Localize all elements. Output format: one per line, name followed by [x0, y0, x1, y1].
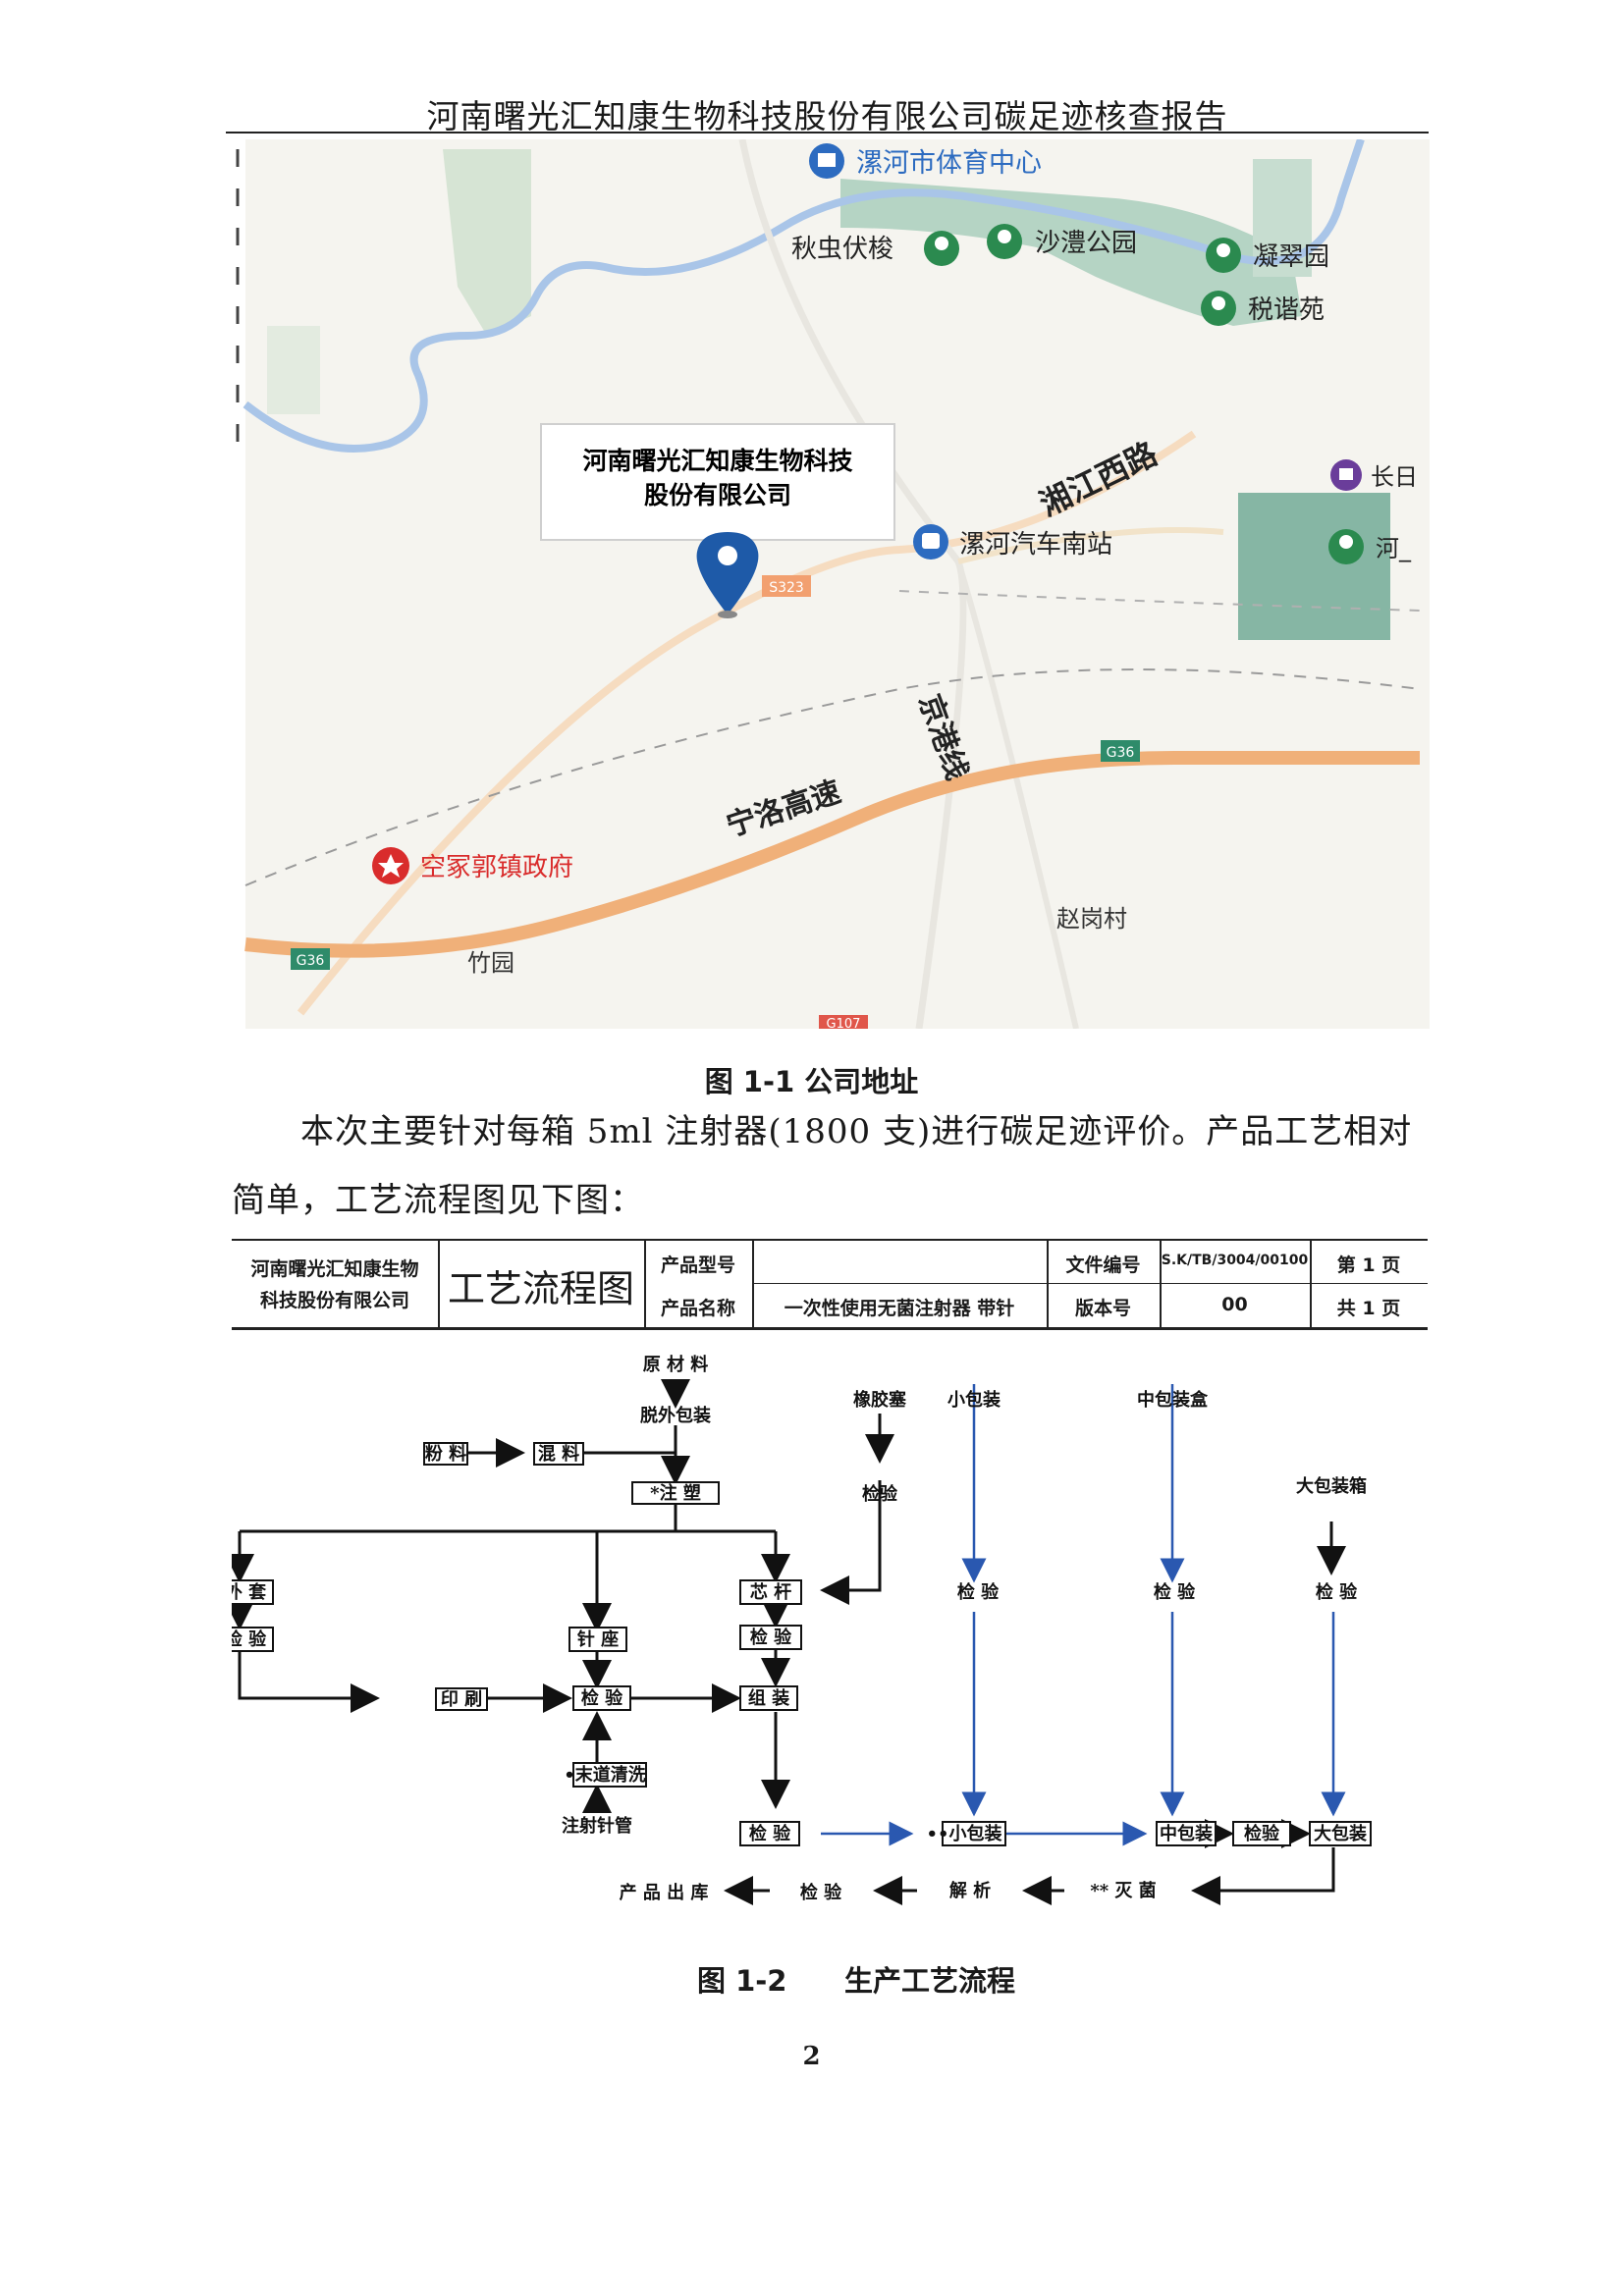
ningcui-label: 凝翠园	[1253, 242, 1329, 272]
shuixie-label: 税谐苑	[1248, 295, 1325, 325]
company-callout	[540, 423, 895, 541]
figure-2-caption: 生产工艺流程	[844, 1964, 1016, 1998]
company-line2: 科技股份有限公司	[259, 1290, 409, 1311]
company-line1: 河南曙光汇知康生物	[250, 1258, 419, 1280]
name-label: 产品名称	[660, 1298, 735, 1319]
road-shield-g36	[1101, 740, 1140, 762]
s323-label: S323	[769, 580, 804, 596]
qiuchong-label: 秋虫伏梭	[791, 235, 893, 264]
kongzhong-label: 空冢郭镇政府	[420, 853, 573, 882]
riverside-park	[840, 179, 1302, 326]
park-icon	[924, 231, 959, 266]
version-label: 版本号	[1074, 1298, 1131, 1319]
park-icon-2	[987, 224, 1022, 259]
report-header: 河南曙光汇知康生物科技股份有限公司碳足迹核查报告	[426, 97, 1228, 135]
rubber-inspection-label: 检验	[862, 1483, 898, 1505]
big-pack-inspection: 检 验	[1316, 1581, 1358, 1603]
raw-material-label: 原 材 料	[643, 1354, 709, 1375]
bus-station-label: 漯河汽车南站	[959, 530, 1112, 560]
page-number: 2	[802, 2042, 821, 2071]
small-pack-material-label: 小包装	[947, 1389, 1001, 1411]
barrel-box: 外 套	[232, 1581, 266, 1603]
he-label: 河_	[1376, 535, 1412, 562]
location-map: 河南曙光汇知康生物科技 股份有限公司 S323 漯河市体育中心 秋虫伏梭 沙澧公…	[232, 139, 1430, 1029]
company-name-line2: 股份有限公司	[644, 481, 791, 509]
doc-number-label: 文件编号	[1065, 1255, 1141, 1276]
small-pack-inspection: 检 验	[957, 1581, 1000, 1603]
mid-pack-inspection: 检 验	[1154, 1581, 1196, 1603]
sports-center-label: 漯河市体育中心	[856, 148, 1042, 179]
plunger-inspection-box: 检 验	[750, 1627, 792, 1648]
body-paragraph-line2: 简单，工艺流程图见下图：	[232, 1181, 644, 1220]
park-icon-4	[1201, 291, 1236, 326]
sterilization-label: ** 灭 菌	[1090, 1881, 1156, 1901]
outbound-inspection-label: 检 验	[800, 1882, 842, 1903]
product-name-value: 一次性使用无菌注射器 带针	[784, 1298, 1015, 1319]
sports-center-icon	[809, 143, 844, 179]
mid-packaging-box: 中包装	[1160, 1823, 1213, 1844]
big-packaging-box: 大包装	[1314, 1823, 1367, 1844]
barrel-inspection-box: 检 验	[232, 1629, 267, 1650]
government-icon	[372, 847, 409, 884]
process-flowchart: 原 材 料 脱外包装 粉 料 混 料 *注 塑 橡胶塞 小包装 中包装盒 大包装…	[232, 1354, 1372, 1905]
process-title-block: 河南曙光汇知康生物 科技股份有限公司 工艺流程图 产品型号 产品名称 一次性使用…	[232, 1239, 1428, 1330]
g107-label: G107	[827, 1017, 861, 1029]
injection-molding-box: *注 塑	[650, 1482, 701, 1504]
body-paragraph-line1: 本次主要针对每箱 5ml 注射器(1800 支)进行碳足迹评价。产品工艺相对	[300, 1112, 1413, 1151]
final-inspection-box: 检 验	[749, 1823, 791, 1844]
page-label: 第 1 页	[1336, 1255, 1401, 1276]
table-title: 工艺流程图	[447, 1267, 634, 1310]
park-icon-3	[1206, 238, 1241, 273]
product-outbound-label: 产 品 出 库	[620, 1882, 709, 1903]
company-name-line1: 河南曙光汇知康生物科技	[582, 447, 852, 475]
plunger-box: 芯 杆	[750, 1581, 791, 1603]
total-pages-label: 共 1 页	[1336, 1298, 1401, 1319]
g36-label-b: G36	[297, 953, 325, 969]
road-shield-s323	[762, 575, 811, 597]
park-area	[443, 149, 531, 336]
shop-icon	[1330, 459, 1362, 491]
figure-2-number: 图 1-2	[697, 1964, 787, 1998]
needle-tube-label: 注射针管	[562, 1815, 632, 1837]
mid-inspection-box: 检 验	[581, 1687, 623, 1709]
model-label: 产品型号	[660, 1255, 735, 1276]
figure-1-caption: 图 1-1 公司地址	[704, 1065, 919, 1098]
small-packaging-box: ••小包装	[926, 1823, 1001, 1844]
mid-pack-box-label: 中包装盒	[1137, 1389, 1209, 1411]
zhuyuan-label: 竹园	[467, 949, 514, 977]
river	[243, 139, 1365, 453]
assembly-box: 组 装	[748, 1687, 789, 1709]
rubber-stopper-label: 橡胶塞	[853, 1389, 907, 1411]
big-pack-box-label: 大包装箱	[1296, 1475, 1367, 1497]
final-cleaning-box: •末道清洗	[564, 1764, 646, 1786]
packaging-inspection-box: 检验	[1244, 1823, 1280, 1844]
unpack-label: 脱外包装	[640, 1405, 711, 1426]
g36-label-a: G36	[1107, 745, 1135, 761]
version-value: 00	[1221, 1294, 1248, 1315]
shali-park-label: 沙澧公园	[1035, 229, 1137, 258]
doc-number-value: S.K/TB/3004/00100	[1161, 1253, 1309, 1268]
road-shield-g107	[819, 1015, 868, 1029]
park-block	[1238, 493, 1390, 640]
road-shield-g36-b	[291, 948, 330, 970]
needle-hub-box: 针 座	[577, 1629, 619, 1650]
analysis-label: 解 析	[949, 1880, 991, 1901]
printing-box: 印 刷	[441, 1689, 482, 1710]
bus-station-icon	[913, 524, 948, 560]
park-icon-5	[1328, 529, 1364, 564]
powder-box: 粉 料	[425, 1443, 466, 1465]
expressway-g36	[244, 751, 1420, 958]
zhaogang-label: 赵岗村	[1056, 905, 1127, 933]
road-north	[738, 139, 967, 1029]
mix-box: 混 料	[538, 1443, 579, 1465]
location-pin-icon	[696, 532, 759, 618]
changyi-label: 长日	[1371, 463, 1418, 491]
header-rule	[226, 132, 1429, 133]
